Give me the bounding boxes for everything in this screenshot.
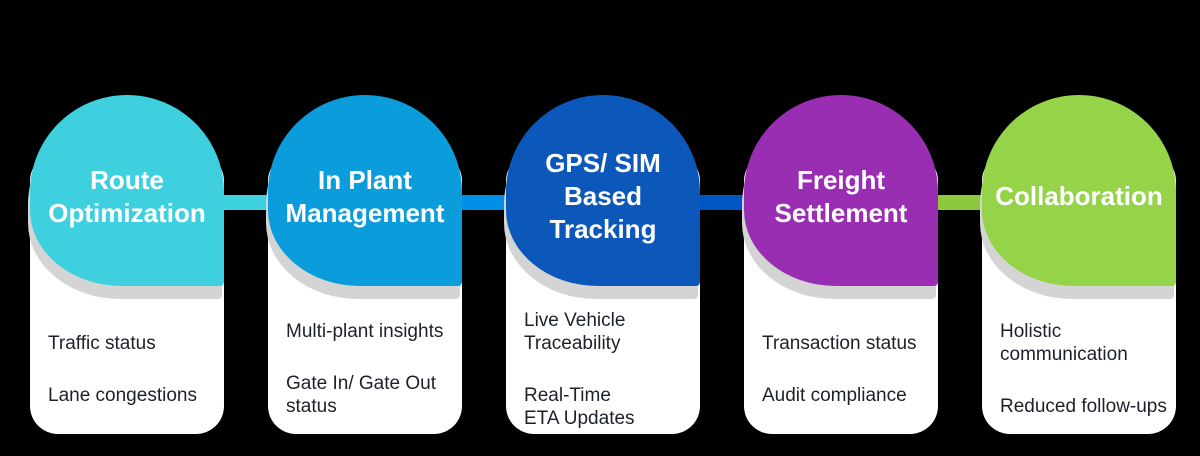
- connector-line: [460, 195, 508, 210]
- blob: Collaboration: [982, 95, 1176, 286]
- card-title-line: Based: [563, 181, 643, 211]
- connector-line: [222, 195, 270, 210]
- list-item-line: Reduced follow-ups: [1000, 396, 1167, 417]
- list-item: Reduced follow-ups: [1000, 395, 1176, 418]
- list-item-line: Holistic: [1000, 321, 1062, 342]
- connector-line: [936, 195, 984, 210]
- list-item: Transaction status: [762, 332, 938, 355]
- list-item-line: Transaction status: [762, 332, 917, 354]
- card-title-line: Optimization: [48, 197, 206, 228]
- list-item-line: ETA Updates: [524, 407, 635, 429]
- list-item-line: Live Vehicle: [524, 309, 626, 331]
- card-title-line: Management: [285, 197, 445, 228]
- card-title-line: Tracking: [549, 214, 657, 244]
- card-title: Collaboration: [995, 180, 1163, 213]
- card-title-line: Collaboration: [995, 181, 1163, 211]
- list-item-line: Multi-plant insights: [286, 321, 444, 342]
- list-item: Lane congestions: [48, 384, 224, 407]
- list-item-line: Real-Time: [524, 384, 611, 406]
- card-title-line: Settlement: [774, 197, 908, 228]
- list-item-line: communication: [1000, 344, 1128, 365]
- card-title-line: GPS/ SIM: [545, 148, 661, 178]
- list-item-line: Audit compliance: [762, 384, 907, 406]
- card-title-line: Freight: [796, 164, 886, 195]
- list-item: Multi-plant insights: [286, 320, 462, 343]
- card-title-line: Route: [90, 164, 164, 195]
- list-item: Traffic status: [48, 332, 224, 355]
- list-item-line: Lane congestions: [48, 384, 197, 406]
- connector-line: [698, 195, 746, 210]
- card-title-line: In Plant: [318, 164, 412, 195]
- list-item-line: Gate In/ Gate Out: [286, 373, 436, 394]
- list-item-line: Traceability: [524, 332, 621, 354]
- list-item: Audit compliance: [762, 384, 938, 407]
- list-item-line: Traffic status: [48, 332, 156, 354]
- list-item-line: status: [286, 396, 337, 417]
